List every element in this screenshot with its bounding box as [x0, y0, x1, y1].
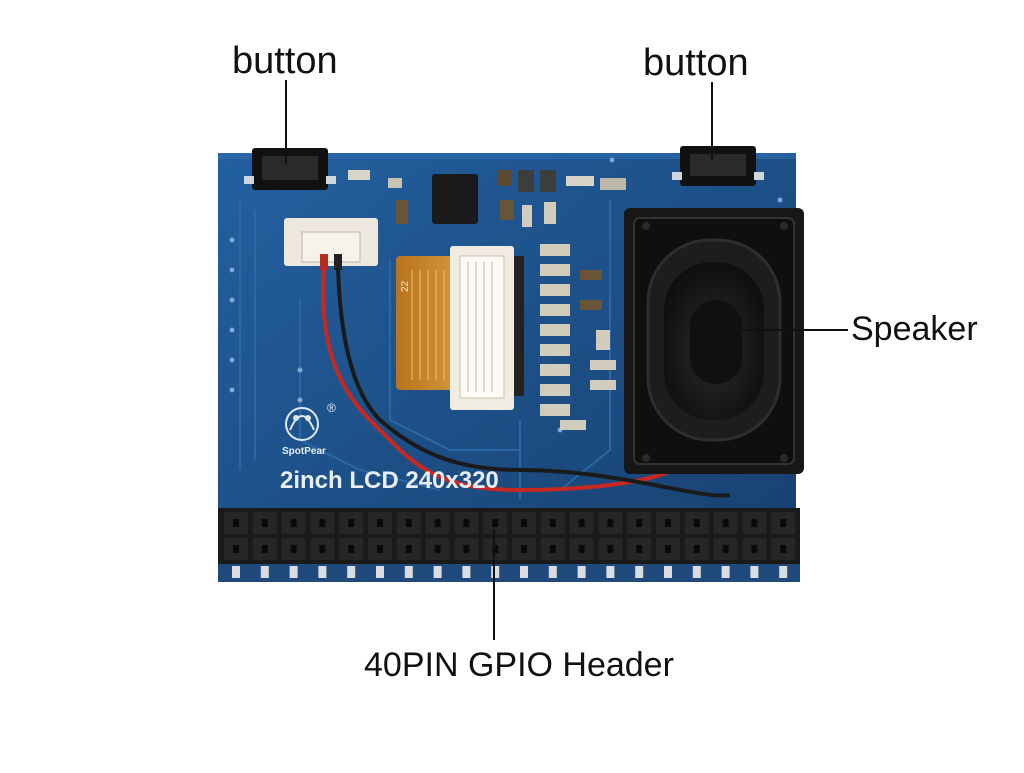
gpio-pin-leg [347, 566, 356, 578]
gpio-pin-hole [780, 519, 787, 527]
gpio-pin-leg [779, 566, 788, 578]
callout-leaders [285, 80, 848, 640]
gpio-pin-leg [491, 566, 500, 578]
ic-chip [432, 174, 478, 224]
callout-button-left: button [232, 40, 338, 82]
gpio-pin-hole [636, 519, 643, 527]
gpio-pin-leg [462, 566, 471, 578]
smd-components-top [348, 170, 626, 227]
gpio-pin-hole [319, 519, 326, 527]
gpio-pin-hole [319, 545, 326, 553]
gpio-pin-leg [404, 566, 413, 578]
gpio-pin-hole [751, 519, 758, 527]
gpio-pin-leg [232, 566, 240, 578]
brand-silkscreen: SpotPear [282, 446, 326, 457]
push-button-left [244, 148, 336, 190]
gpio-pin-hole [492, 545, 499, 553]
gpio-pin-hole [665, 519, 671, 527]
gpio-pin-hole [607, 545, 614, 553]
push-button-right [672, 146, 764, 186]
red-wire [321, 267, 669, 493]
gpio-pin-hole [405, 545, 412, 553]
jst-connector [284, 218, 378, 270]
gpio-pin-leg [750, 566, 759, 578]
gpio-pin-hole [233, 545, 239, 553]
callout-speaker: Speaker [851, 310, 978, 348]
gpio-pin-hole [434, 519, 441, 527]
gpio-pin-leg [606, 566, 615, 578]
gpio-pin-hole [434, 545, 441, 553]
gpio-pin-hole [665, 545, 671, 553]
gpio-pin-hole [405, 519, 412, 527]
gpio-pin-hole [549, 519, 556, 527]
gpio-pin-hole [377, 519, 383, 527]
pcb-edge-top [218, 153, 796, 159]
gpio-pin-hole [348, 519, 355, 527]
gpio-pin-hole [261, 519, 268, 527]
gpio-pin-hole [722, 519, 729, 527]
black-wire [336, 267, 731, 498]
gpio-pin-hole [780, 545, 787, 553]
gpio-pin-leg [260, 566, 269, 578]
gpio-pin-hole [578, 519, 585, 527]
gpio-pin-hole [348, 545, 355, 553]
gpio-pin-hole [377, 545, 383, 553]
gpio-pin-hole [290, 545, 297, 553]
gpio-pin-leg [318, 566, 327, 578]
gpio-pin-hole [492, 519, 499, 527]
gpio-pin-hole [578, 545, 585, 553]
gpio-pin-hole [463, 519, 470, 527]
gpio-pin-leg [635, 566, 644, 578]
passive-array [540, 244, 616, 430]
model-silkscreen: 2inch LCD 240x320 [280, 467, 499, 494]
gpio-pin-leg [548, 566, 557, 578]
gpio-pin-leg [692, 566, 701, 578]
gpio-pin-leg [376, 566, 384, 578]
speaker [624, 208, 804, 474]
gpio-pin-hole [607, 519, 614, 527]
registered-mark: ® [327, 401, 336, 415]
gpio-pin-hole [233, 519, 239, 527]
callout-button-right: button [643, 42, 749, 84]
gpio-pin-hole [693, 545, 700, 553]
spotpear-logo-icon [285, 407, 319, 441]
gpio-pin-hole [521, 545, 527, 553]
gpio-pin-hole [722, 545, 729, 553]
gpio-pin-leg [721, 566, 730, 578]
fpc-connector [450, 246, 524, 410]
gpio-pin-hole [290, 519, 297, 527]
gpio-pin-leg [520, 566, 528, 578]
fpc-pin-number: 22 [400, 280, 411, 292]
gpio-pin-hole [636, 545, 643, 553]
gpio-pin-hole [751, 545, 758, 553]
gpio-pin-leg [577, 566, 586, 578]
gpio-pin-leg [289, 566, 298, 578]
gpio-header [218, 508, 800, 582]
gpio-pin-leg [433, 566, 442, 578]
gpio-pin-hole [693, 519, 700, 527]
gpio-pin-hole [463, 545, 470, 553]
callout-gpio-header: 40PIN GPIO Header [364, 646, 674, 684]
gpio-pin-hole [261, 545, 268, 553]
gpio-pin-hole [549, 545, 556, 553]
gpio-pin-leg [664, 566, 672, 578]
gpio-pin-hole [521, 519, 527, 527]
